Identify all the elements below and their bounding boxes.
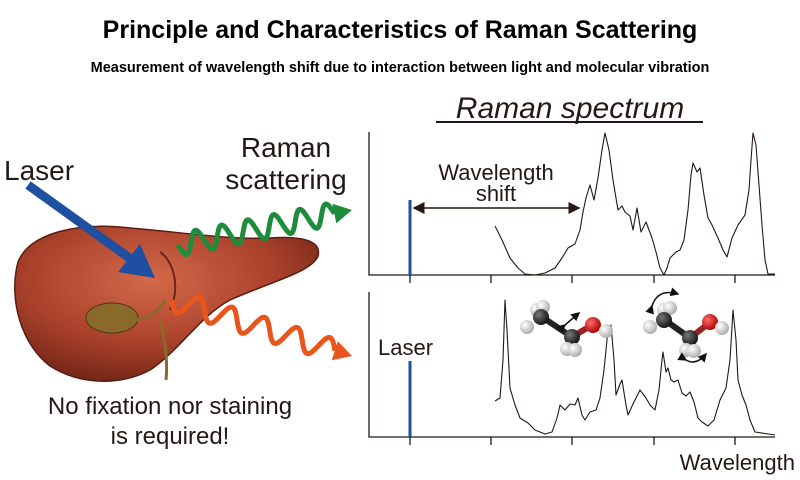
ethanol-spectrum-panel: Laser Wavelength [368,292,795,475]
ethanol-molecule-rotate [643,287,729,363]
laser-label-spectrum: Laser [378,335,433,360]
page-subtitle: Measurement of wavelength shift due to i… [91,60,710,76]
ethanol-molecule-stretch [520,300,613,357]
raman-wave-arrowhead-icon [332,203,352,224]
raman-spectrum-curve [494,132,775,276]
page-title: Principle and Characteristics of Raman S… [103,16,698,44]
raman-scattering-wave [175,201,337,258]
note-line1: No fixation nor staining [48,393,292,420]
laser-label: Laser [4,155,74,186]
raman-spectrum-panel: Wavelength shift [368,132,775,283]
laser-arrowhead-icon [118,244,155,278]
rayleigh-scattering-wave [169,294,338,357]
shift-label-line1: Wavelength [438,160,553,185]
raman-label-line2: scattering [225,164,346,195]
bottom-axes [368,292,775,438]
gallbladder [85,302,139,334]
ethanol-spectrum-curve [494,299,776,436]
raman-label-line1: Raman [241,132,331,163]
x-axis-label: Wavelength [680,450,795,475]
shift-label-line2: shift [476,181,516,206]
spectrum-heading: Raman spectrum [456,92,684,125]
laser-beam-arrow [25,181,138,266]
liver-illustration [14,225,320,382]
rayleigh-wave-arrowhead-icon [331,341,352,361]
top-axes [368,132,775,276]
note-line2: is required! [111,423,230,450]
